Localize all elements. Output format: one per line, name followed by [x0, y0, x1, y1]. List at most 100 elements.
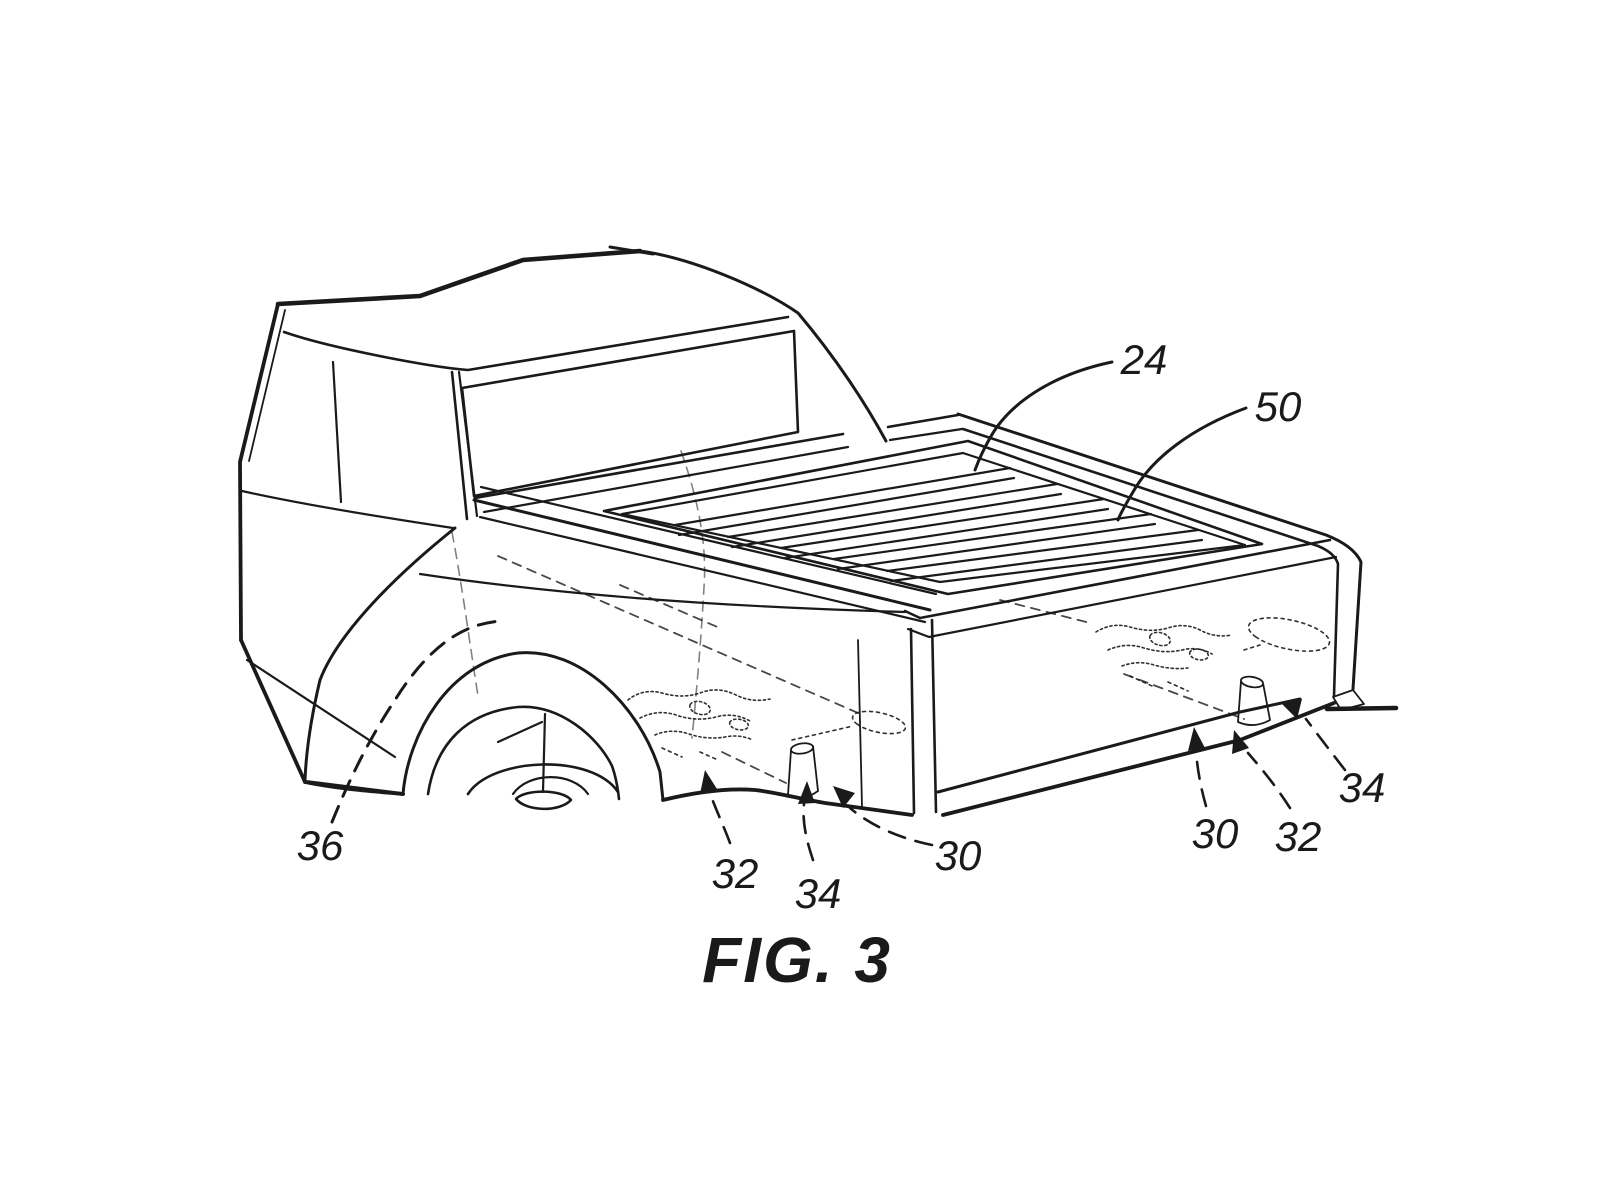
truck-cab-outline [238, 245, 888, 796]
hidden-cable-left-short [619, 584, 723, 630]
phantom-line-left [451, 531, 479, 697]
arrowhead-34-left [798, 781, 815, 804]
leader-line-34-right [1304, 717, 1347, 772]
bed-left-corner-post-inner [930, 618, 938, 814]
corner-post-foot [1332, 689, 1365, 711]
cab-left-edge [238, 302, 280, 642]
bed-side-top-crease [478, 515, 927, 624]
arrowhead-34-right [1281, 699, 1302, 719]
reference-numerals: 24 50 36 32 34 30 30 32 34 [297, 336, 1386, 917]
arrowhead-32-left [700, 770, 717, 794]
truck-bed-rails [472, 412, 1399, 815]
bed-near-rail-outer [472, 498, 932, 612]
bed-corner-seam [857, 639, 863, 807]
ref-label-30-right: 30 [1192, 810, 1239, 857]
mechanism-loop [728, 718, 750, 731]
bed-far-rail-outer [956, 412, 1363, 691]
leader-line-32-left [709, 794, 732, 845]
arrowhead-30-left [833, 786, 855, 808]
ref-label-50: 50 [1255, 383, 1302, 430]
bed-near-rail-inner [479, 485, 938, 596]
cover-slat [885, 528, 1204, 583]
bed-rear-rail-lower [906, 555, 1338, 639]
mechanism-squiggle [654, 730, 754, 741]
hidden-cable-left [497, 555, 859, 714]
hidden-cable-right-lower [1123, 673, 1245, 720]
mechanism-loop [688, 700, 712, 716]
rear-bottom-edge-upper [936, 697, 1302, 794]
phantom-line-center [680, 450, 706, 739]
ref-label-30-left: 30 [935, 832, 982, 879]
mechanism-squiggle [639, 711, 751, 722]
bedside-left-face [305, 531, 914, 817]
leader-line-34-left [802, 802, 815, 862]
tire-edge-line [541, 712, 547, 794]
ref-label-34-left: 34 [795, 870, 842, 917]
cable-tail-left [791, 725, 854, 741]
rear-face [936, 599, 1336, 817]
leader-line-36 [330, 619, 502, 824]
cab-door-line [331, 360, 343, 504]
bed-front-rail-outer [473, 413, 960, 500]
bed-cover-slats [602, 439, 1264, 739]
arrowhead-32-right [1232, 730, 1249, 754]
ref-label-32-left: 32 [712, 850, 759, 897]
cable-loop-left [851, 710, 907, 735]
cable-tail-right [1243, 644, 1261, 651]
leader-line-30-left [848, 806, 934, 847]
cover-slat [726, 482, 1063, 549]
wheel-arch-outer [401, 651, 665, 802]
hidden-latch-mechanism-left [627, 689, 907, 799]
bedside-crease [418, 572, 907, 614]
cable-loop-right [1247, 617, 1331, 652]
cab-rear-window [460, 329, 800, 498]
leader-line-30-right [1194, 748, 1208, 808]
cover-slat [779, 497, 1110, 560]
ref-label-32-right: 32 [1275, 813, 1322, 860]
leader-line-50 [1116, 406, 1248, 522]
cover-slat [673, 466, 1016, 537]
bed-rear-rail-top [903, 538, 1332, 620]
latch-pin-right [1237, 675, 1271, 726]
ref-label-36: 36 [297, 822, 344, 869]
cab-rear-pillar [638, 249, 888, 443]
ref-label-34-right: 34 [1339, 764, 1386, 811]
leader-line-32-right [1246, 751, 1292, 810]
hidden-latch-mechanism-right [1095, 617, 1331, 726]
leader-lines [330, 360, 1347, 862]
fender-liner-line [496, 720, 544, 744]
mechanism-ticks [1129, 675, 1189, 692]
bed-left-corner-post-outer [909, 627, 916, 815]
rear-bottom-edge-lower [941, 701, 1336, 817]
cab-quarter-curve [303, 526, 457, 782]
wheel-rim [511, 776, 590, 796]
cover-frame-outer [602, 439, 1264, 596]
arrowhead-30-right [1188, 727, 1205, 751]
hidden-cable-right-upper [999, 599, 1091, 624]
ref-label-24: 24 [1120, 336, 1168, 383]
mechanism-squiggle [1107, 644, 1213, 655]
latch-pin-left [787, 742, 819, 799]
leader-line-24 [973, 360, 1114, 472]
mechanism-cable-down [721, 751, 787, 784]
mechanism-squiggle [1121, 661, 1189, 670]
wheel-arch-inner [426, 705, 621, 801]
figure-caption: FIG. 3 [702, 924, 892, 996]
mechanism-squiggle [627, 689, 771, 702]
rear-ground-line [1324, 705, 1399, 712]
cab-b-pillar-outer [450, 370, 469, 521]
cover-slat [832, 512, 1157, 571]
cab-roof-edge [282, 315, 790, 372]
mechanism-ticks [661, 747, 719, 761]
cab-belt-line [240, 489, 455, 530]
mechanism-loop [1148, 631, 1172, 647]
mechanism-loop [1188, 648, 1210, 661]
tire-outline [466, 763, 620, 796]
mechanism-squiggle [1095, 624, 1233, 637]
cab-roof-line [275, 248, 643, 307]
cab-left-inner-line [248, 309, 286, 462]
tire-ground-contact [514, 790, 573, 811]
wheel-arch [401, 651, 665, 811]
